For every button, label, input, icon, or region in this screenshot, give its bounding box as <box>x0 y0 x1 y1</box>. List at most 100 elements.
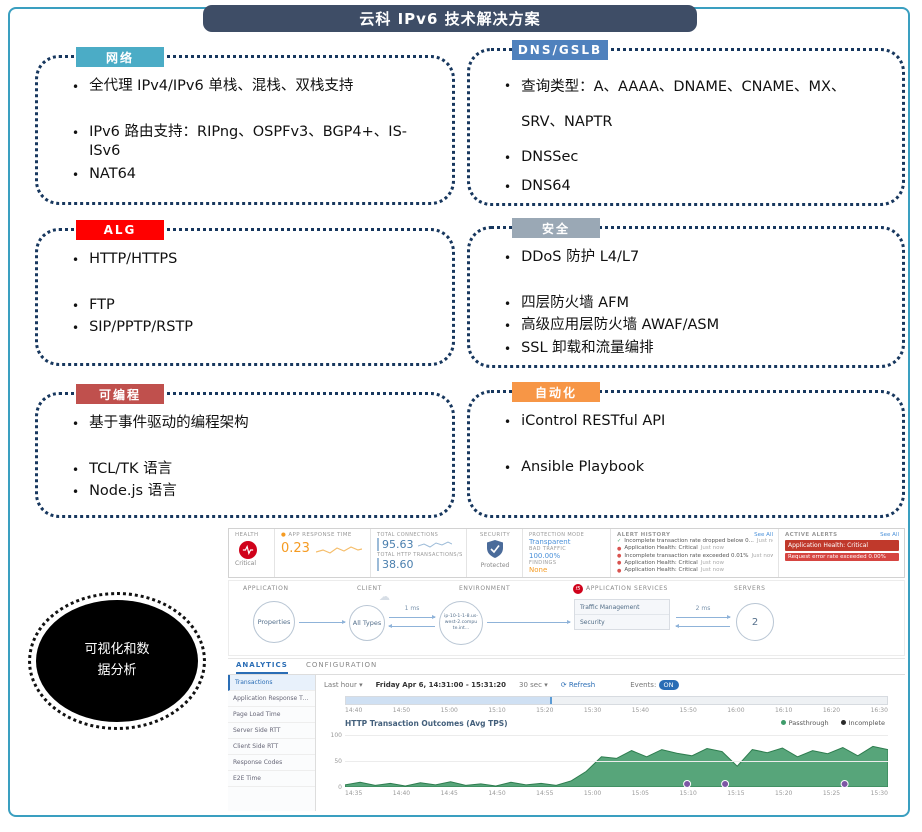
feature-box-automation: 自动化 iControl RESTful API Ansible Playboo… <box>467 382 905 518</box>
alert-history-label: ALERT HISTORY <box>617 532 671 538</box>
feature-tab-security: 安全 <box>512 218 600 238</box>
client-latency-label: 1 ms <box>404 605 420 612</box>
service-row-security[interactable]: Security <box>580 618 605 626</box>
date-range-text[interactable]: Friday Apr 6, 14:31:00 - 15:31:20 <box>375 680 507 689</box>
x-tick: 15:25 <box>822 790 841 797</box>
timeline-selection[interactable] <box>346 697 552 704</box>
time-range-select[interactable]: Last hour ▾ <box>324 681 363 689</box>
refresh-label: Refresh <box>568 680 596 689</box>
bullet-item: FTP <box>72 296 434 316</box>
sidebar-item-app-response-time[interactable]: Application Response Time <box>228 691 315 707</box>
bullet-item: TCL/TK 语言 <box>72 460 434 480</box>
sidebar-item-transactions[interactable]: Transactions <box>228 675 315 691</box>
health-label: HEALTH <box>235 532 259 538</box>
feature-tab-label: ALG <box>103 223 137 237</box>
timeline-tick: 16:00 <box>727 707 745 714</box>
bullet-item: 高级应用层防火墙 AWAF/ASM <box>504 316 884 336</box>
sidebar-item-e2e-time[interactable]: E2E Time <box>228 771 315 787</box>
x-tick: 14:50 <box>488 790 506 797</box>
dot-icon: ● <box>617 560 622 567</box>
total-transactions-value: 38.60 <box>377 558 414 571</box>
alert-history: ALERT HISTORY See All ✓Incomplete transa… <box>611 529 779 577</box>
y-axis-label: 50 <box>334 758 342 765</box>
tab-configuration[interactable]: CONFIGURATION <box>306 661 378 669</box>
servers-node[interactable]: 2 <box>736 603 774 641</box>
bullet-text: 四层防火墙 AFM <box>521 294 629 311</box>
timeline-track[interactable] <box>345 696 888 705</box>
alert-text: Application Health: Critical <box>624 567 698 574</box>
x-tick: 15:30 <box>870 790 888 797</box>
bullet-text: 高级应用层防火墙 AWAF/ASM <box>521 317 720 334</box>
bullet-item: HTTP/HTTPS <box>72 250 434 270</box>
active-alerts: ACTIVE ALERTS See All Application Health… <box>779 529 904 577</box>
gridline <box>345 735 888 736</box>
y-axis-label: 0 <box>338 784 342 791</box>
client-env-arrow-left <box>388 624 435 628</box>
active-alert-banner[interactable]: Application Health: Critical <box>785 540 899 551</box>
sidebar-item-client-side-rtt[interactable]: Client Side RTT <box>228 739 315 755</box>
feature-tab-alg: ALG <box>76 220 164 240</box>
findings-value: None <box>529 566 548 575</box>
legend-label: Passthrough <box>788 719 829 727</box>
health-metric: HEALTH Critical <box>229 529 275 577</box>
dot-icon: ● <box>617 552 622 559</box>
interval-select[interactable]: 30 sec ▾ <box>519 681 548 689</box>
legend-item-incomplete[interactable]: Incomplete <box>840 719 885 727</box>
x-tick: 15:15 <box>727 790 745 797</box>
services-column-label: APPLICATION SERVICES <box>586 585 668 592</box>
x-tick: 14:40 <box>392 790 411 797</box>
chart-legend: Passthrough Incomplete <box>780 719 885 727</box>
bullet-text: 查询类型：A、AAAA、DNAME、CNAME、MX、SRV、NAPTR <box>521 79 846 130</box>
active-alerts-see-all-link[interactable]: See All <box>880 532 899 538</box>
client-node[interactable]: All Types <box>349 605 385 641</box>
application-properties-node[interactable]: Properties <box>253 601 295 643</box>
chevron-down-icon: ▾ <box>544 680 548 689</box>
servers-column-label: SERVERS <box>734 585 766 592</box>
legend-dot <box>780 720 786 725</box>
heartbeat-icon <box>239 541 257 559</box>
sidebar-item-page-load-time[interactable]: Page Load Time <box>228 707 315 723</box>
environment-column-label: ENVIRONMENT <box>459 585 511 592</box>
timeline-tick: 15:00 <box>440 707 458 714</box>
feature-tab-label: 网络 <box>105 50 134 65</box>
refresh-icon: ⟳ <box>560 680 567 689</box>
shield-icon <box>473 540 517 562</box>
chart-toolbar: Last hour ▾ Friday Apr 6, 14:31:00 - 15:… <box>324 678 679 691</box>
bullet-item: 全代理 IPv4/IPv6 单栈、混栈、双栈支持 <box>72 77 434 97</box>
feature-tab-label: 安全 <box>541 221 570 236</box>
events-label: Events: <box>630 680 657 689</box>
bullet-text: FTP <box>89 296 115 313</box>
x-tick: 14:35 <box>345 790 363 797</box>
events-toggle-group: Events: ON <box>630 679 679 690</box>
app-response-value: 0.23 <box>281 541 310 556</box>
tab-analytics[interactable]: ANALYTICS <box>236 661 288 674</box>
active-alert-banner[interactable]: Request error rate exceeded 0.00% <box>785 553 899 561</box>
legend-item-passthrough[interactable]: Passthrough <box>780 719 829 727</box>
timeline-tick: 15:50 <box>679 707 697 714</box>
total-connections-value: 95.63 <box>377 538 414 551</box>
feature-tab-dns-gslb: DNS/GSLB <box>512 40 608 60</box>
sidebar-item-server-side-rtt[interactable]: Server Side RTT <box>228 723 315 739</box>
alert-history-see-all-link[interactable]: See All <box>754 532 773 538</box>
feature-tab-label: 可编程 <box>98 387 141 402</box>
bullet-text: DNS64 <box>521 178 571 195</box>
service-row-traffic-management[interactable]: Traffic Management <box>575 600 669 615</box>
topology-map: APPLICATION CLIENT ENVIRONMENT f5 APPLIC… <box>228 580 905 656</box>
refresh-button[interactable]: ⟳ Refresh <box>561 681 596 689</box>
connections-sparkline <box>417 541 452 548</box>
tps-area-chart <box>344 735 889 788</box>
timeline-tick: 15:20 <box>536 707 554 714</box>
alert-history-item: ●Incomplete transaction rate exceeded 0.… <box>617 553 773 560</box>
environment-node[interactable]: ip-10-1-1-8.us-west-2.compute.int... <box>439 601 483 645</box>
bullet-item: DNS64 <box>504 177 884 197</box>
badge-text-line2: 据分析 <box>97 663 137 678</box>
y-axis-label: 100 <box>330 732 342 739</box>
sidebar-item-response-codes[interactable]: Response Codes <box>228 755 315 771</box>
chart-title: HTTP Transaction Outcomes (Avg TPS) <box>345 719 508 728</box>
events-toggle[interactable]: ON <box>658 679 679 690</box>
bullet-item: SSL 卸载和流量编排 <box>504 339 884 359</box>
alert-time: Just now <box>756 538 773 544</box>
bullet-item: 查询类型：A、AAAA、DNAME、CNAME、MX、SRV、NAPTR <box>504 70 884 140</box>
bullet-item: DNSSec <box>504 148 884 168</box>
